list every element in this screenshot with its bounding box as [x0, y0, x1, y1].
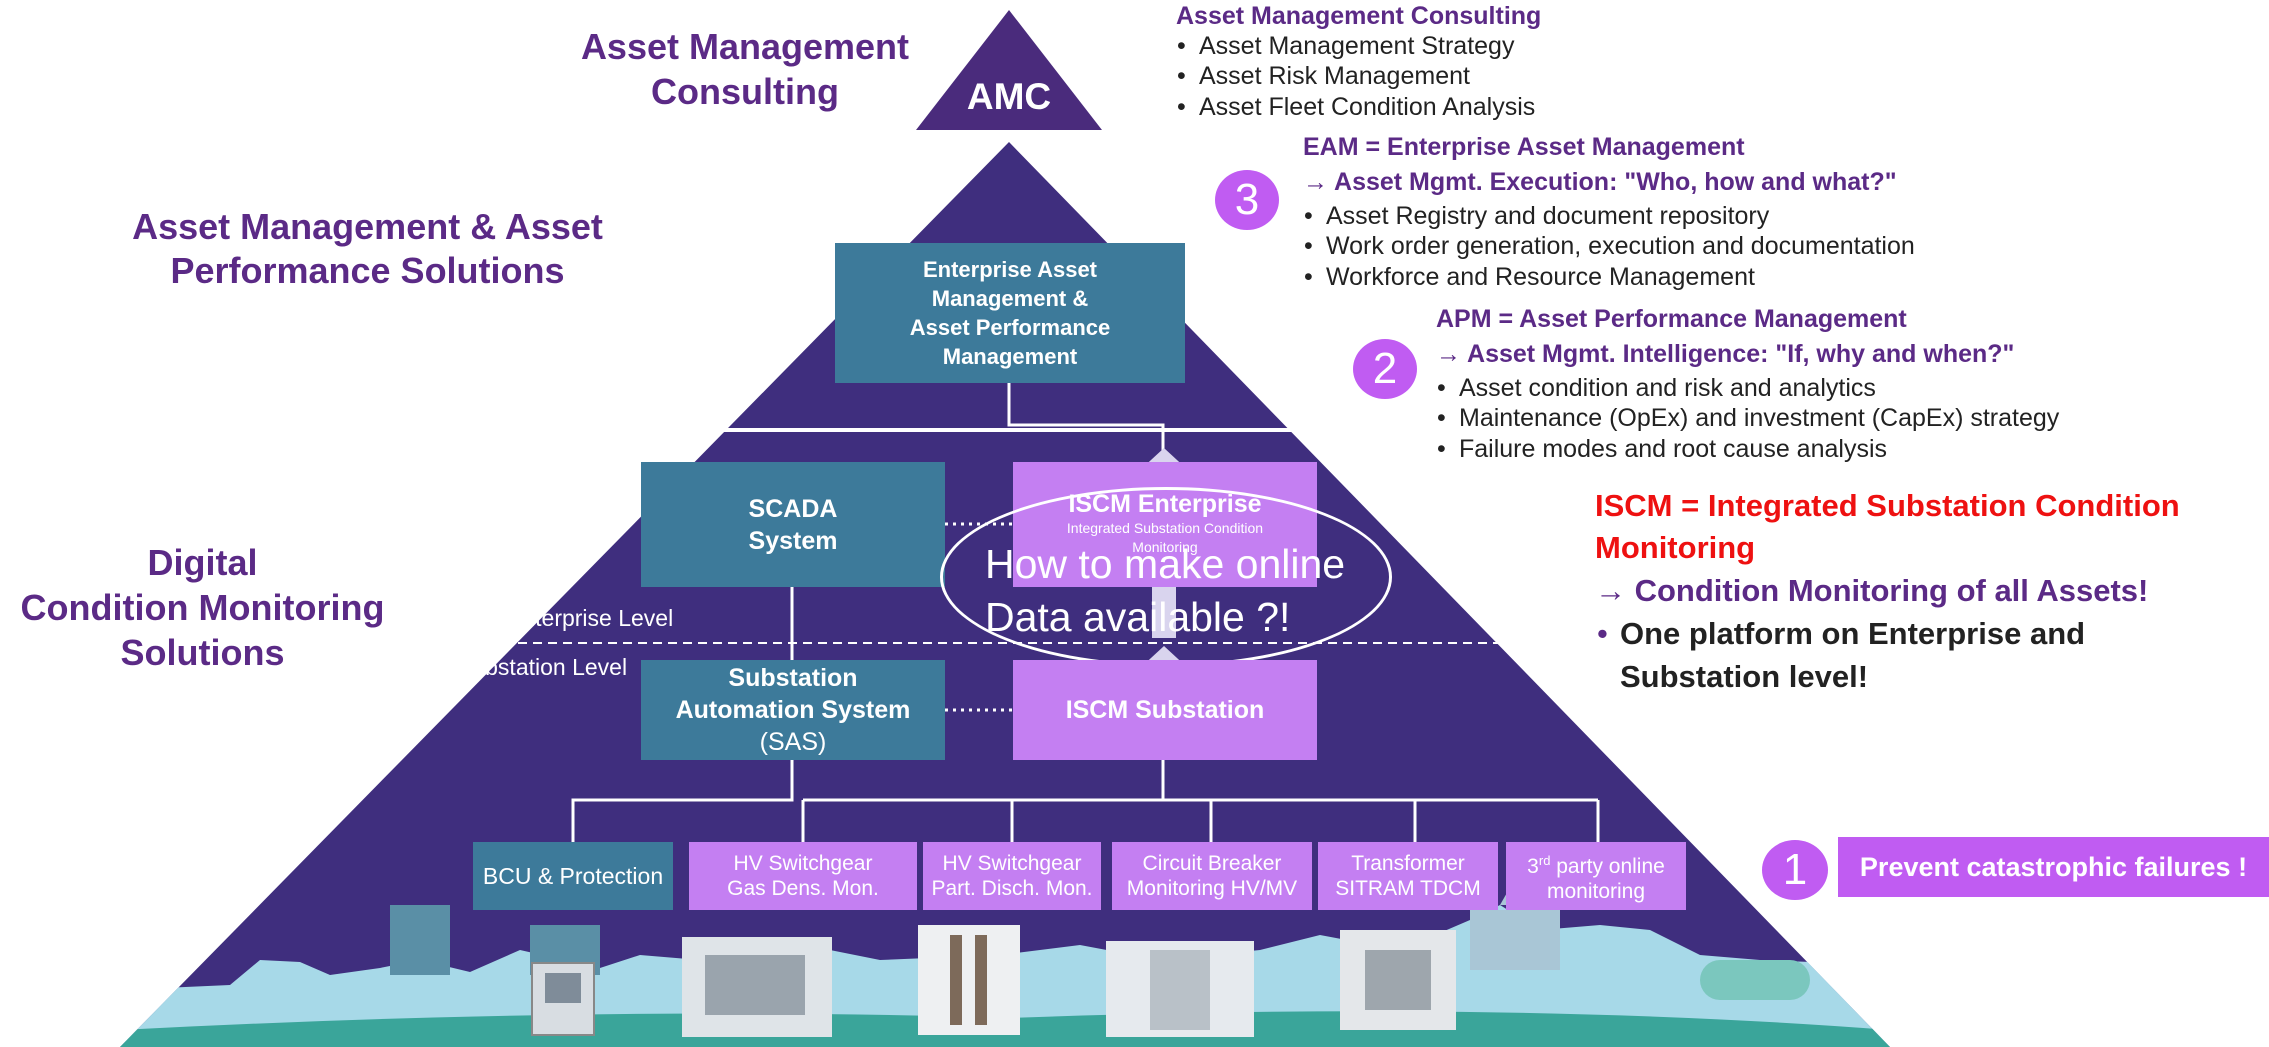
- scada-box[interactable]: SCADA System: [641, 462, 945, 587]
- iscm-subheading: → Condition Monitoring of all Assets!: [1595, 573, 2149, 608]
- am-title: Asset Management & Asset Performance Sol…: [132, 206, 603, 291]
- apm-number-badge: 2: [1353, 339, 1417, 399]
- transformer-box[interactable]: Transformer SITRAM TDCM: [1318, 842, 1498, 910]
- bcu-protection-box[interactable]: BCU & Protection: [473, 842, 673, 910]
- sas-subtitle: (SAS): [759, 728, 827, 756]
- eam-subheading: → Asset Mgmt. Execution: "Who, how and w…: [1303, 168, 1897, 196]
- iscm-bullet-dot: •: [1597, 616, 1608, 651]
- iscm-heading: ISCM = Integrated Substation Condition M…: [1595, 488, 2180, 565]
- third-party-box[interactable]: 3rd party online monitoring: [1506, 842, 1686, 910]
- iscm-substation-box[interactable]: ISCM Substation: [1013, 660, 1317, 760]
- equipment-images: [531, 925, 1456, 1037]
- prevent-label[interactable]: Prevent catastrophic failures !: [1838, 837, 2269, 897]
- sas-title: Substation Automation System: [675, 664, 911, 724]
- amc-triangle: [916, 10, 1102, 130]
- apm-bullet-2: Maintenance (OpEx) and investment (CapEx…: [1437, 403, 2059, 433]
- amc-label: AMC: [966, 76, 1052, 117]
- connector-lines: [571, 380, 1600, 842]
- eam-number-badge: 3: [1215, 170, 1279, 230]
- amc-bullet-3: Asset Fleet Condition Analysis: [1177, 92, 1535, 122]
- amc-heading: Asset Management Consulting: [1176, 2, 1542, 30]
- amc-bullet-1: Asset Management Strategy: [1177, 31, 1514, 61]
- eam-bullet-1: Asset Registry and document repository: [1304, 201, 1769, 231]
- apm-bullet-1: Asset condition and risk and analytics: [1437, 373, 1876, 403]
- gas-density-box[interactable]: HV Switchgear Gas Dens. Mon.: [689, 842, 917, 910]
- amc-title: Asset Management Consulting: [580, 26, 910, 112]
- apm-subheading: → Asset Mgmt. Intelligence: "If, why and…: [1436, 340, 2015, 368]
- prevent-number-badge: 1: [1762, 840, 1828, 900]
- enterprise-level-label: Enterprise Level: [507, 605, 674, 631]
- substation-level-label: Substation Level: [457, 654, 628, 680]
- eam-bullet-2: Work order generation, execution and doc…: [1304, 231, 1915, 261]
- question-text: How to make online Data available ?!: [985, 541, 1346, 640]
- eam-apm-box[interactable]: Enterprise Asset Management & Asset Perf…: [835, 243, 1185, 383]
- apm-heading: APM = Asset Performance Management: [1436, 305, 1907, 333]
- iscm-bullet: One platform on Enterprise and Substatio…: [1620, 616, 2086, 694]
- apm-bullet-3: Failure modes and root cause analysis: [1437, 434, 1887, 464]
- sas-box[interactable]: Substation Automation System (SAS): [641, 660, 945, 760]
- eam-bullet-3: Workforce and Resource Management: [1304, 262, 1755, 292]
- amc-bullet-2: Asset Risk Management: [1177, 61, 1470, 91]
- circuit-breaker-box[interactable]: Circuit Breaker Monitoring HV/MV: [1112, 842, 1312, 910]
- partial-discharge-box[interactable]: HV Switchgear Part. Disch. Mon.: [923, 842, 1101, 910]
- third-party-label: 3rd party online monitoring: [1527, 853, 1665, 903]
- eam-heading: EAM = Enterprise Asset Management: [1303, 133, 1745, 161]
- digital-title: Digital Condition Monitoring Solutions: [20, 542, 385, 673]
